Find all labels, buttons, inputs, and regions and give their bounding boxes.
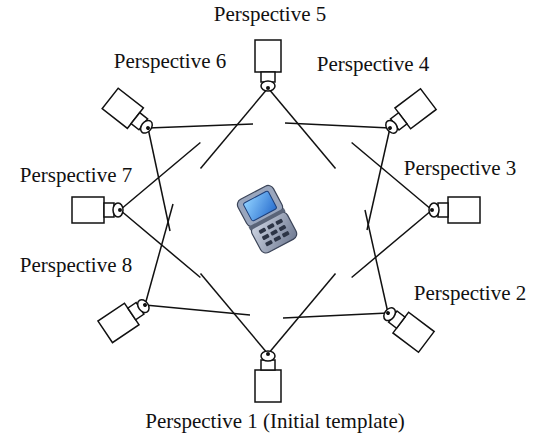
camera-symbols [72, 40, 480, 402]
perspective-label: Perspective 3 [404, 156, 517, 180]
perspective-label: Perspective 1 (Initial template) [145, 409, 405, 433]
perspective-label: Perspective 6 [114, 49, 227, 73]
perspective-label: Perspective 7 [20, 163, 133, 187]
perspective-label: Perspective 8 [20, 253, 133, 277]
phone-illustration [235, 183, 298, 255]
perspective-label: Perspective 2 [414, 281, 527, 305]
perspective-label: Perspective 4 [317, 52, 430, 76]
perspective-label: Perspective 5 [214, 2, 327, 26]
